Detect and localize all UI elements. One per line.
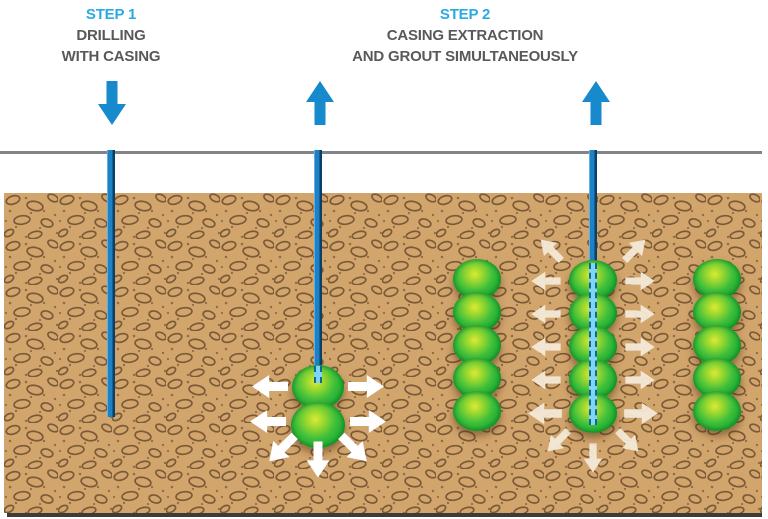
grout-bulb: [693, 391, 741, 431]
expansion-arrow-icon: [252, 374, 288, 399]
step1-caption-line1: DRILLING: [76, 27, 146, 44]
step2-up-arrow-icon: [581, 80, 611, 126]
step1-caption-line2: WITH CASING: [61, 48, 161, 65]
step2-caption-line1: CASING EXTRACTION: [386, 27, 544, 44]
grout-injection-pipe-tip: [314, 366, 322, 383]
grout-pressure-arrow-icon: [531, 370, 561, 390]
step1-label-block: STEP 1 DRILLING WITH CASING: [28, 4, 194, 67]
casing-rod-step1: [107, 150, 115, 417]
grout-pressure-arrow-icon: [625, 337, 655, 357]
ground-surface-line: [0, 151, 762, 154]
grout-bulb: [291, 402, 345, 448]
step2-title: STEP 2: [439, 6, 491, 23]
grout-pressure-arrow-icon: [528, 402, 562, 425]
grout-pressure-arrow-icon: [625, 370, 655, 390]
grout-pressure-arrow-icon: [531, 271, 561, 291]
step2-up-arrow-icon: [305, 80, 335, 126]
step2-caption-line2: AND GROUT SIMULTANEOUSLY: [352, 48, 578, 65]
grout-bulb: [453, 391, 501, 431]
step1-title: STEP 1: [85, 6, 137, 23]
grout-pressure-arrow-icon: [583, 443, 603, 473]
grout-pressure-arrow-icon: [625, 304, 655, 324]
bottom-bar: [7, 513, 762, 517]
expansion-arrow-icon: [350, 409, 386, 434]
grout-pressure-arrow-icon: [624, 402, 658, 425]
casing-rod-step2: [589, 150, 597, 264]
grout-pressure-arrow-icon: [531, 337, 561, 357]
expansion-arrow-icon: [306, 442, 331, 478]
step2-label-block: STEP 2 CASING EXTRACTION AND GROUT SIMUL…: [340, 4, 590, 67]
grout-pressure-arrow-icon: [625, 271, 655, 291]
casing-rod-extracting: [314, 150, 322, 372]
grout-pressure-arrow-icon: [531, 304, 561, 324]
expansion-arrow-icon: [348, 374, 384, 399]
grout-injection-pipe: [589, 263, 597, 425]
step1-down-arrow-icon: [97, 80, 127, 126]
